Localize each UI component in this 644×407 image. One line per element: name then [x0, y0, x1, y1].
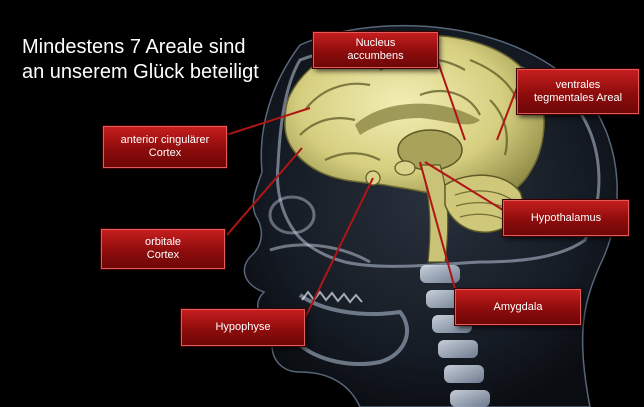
label-hypophyse: Hypophyse: [181, 309, 305, 346]
label-anterior-cingulate-cortex: anterior cingulärer Cortex: [103, 126, 227, 168]
label-ventral-tegmental-area: ventrales tegmentales Areal: [517, 69, 639, 114]
title-line-2: an unserem Glück beteiligt: [22, 60, 259, 85]
label-hypothalamus: Hypothalamus: [503, 200, 629, 236]
label-amygdala: Amygdala: [455, 289, 581, 325]
title-line-1: Mindestens 7 Areale sind: [22, 35, 259, 60]
label-orbitale-cortex: orbitale Cortex: [101, 229, 225, 269]
label-nucleus-accumbens: Nucleus accumbens: [313, 32, 438, 68]
page-title: Mindestens 7 Areale sind an unserem Glüc…: [22, 35, 259, 85]
amygdala-structure: [395, 161, 415, 175]
